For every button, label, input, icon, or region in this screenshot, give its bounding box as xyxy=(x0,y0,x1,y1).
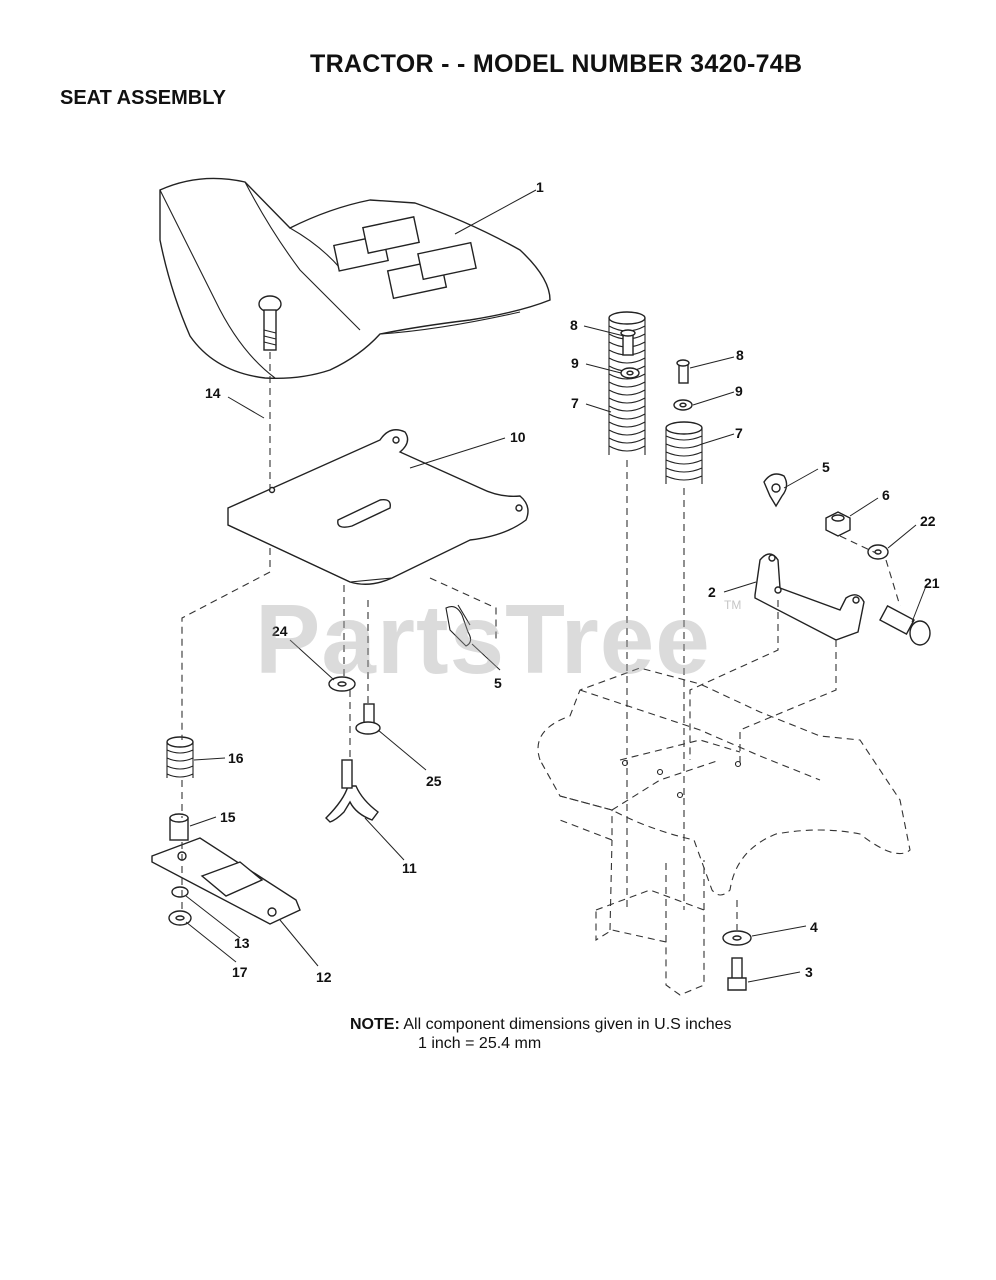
callout-6: 6 xyxy=(882,487,890,503)
callout-16: 16 xyxy=(228,750,244,766)
part-spacer[interactable] xyxy=(867,544,889,560)
callout-4: 4 xyxy=(810,919,818,935)
callout-21: 21 xyxy=(924,575,940,591)
part-spring-16[interactable] xyxy=(166,736,194,778)
part-carriage-bolt[interactable] xyxy=(258,295,282,351)
part-spring-right[interactable] xyxy=(665,421,703,484)
part-bracket[interactable] xyxy=(754,553,865,641)
note-label: NOTE: xyxy=(350,1016,400,1033)
assembly-guide-lines xyxy=(181,352,901,930)
part-slide-plate[interactable] xyxy=(151,837,301,925)
part-hairpin-clip-lower[interactable] xyxy=(445,604,472,647)
part-screw-right[interactable] xyxy=(676,359,690,384)
part-washer-left[interactable] xyxy=(620,367,640,379)
note-line-2: 1 inch = 25.4 mm xyxy=(418,1035,542,1052)
part-washer-right[interactable] xyxy=(673,399,693,411)
callout-13: 13 xyxy=(234,935,250,951)
callout-11: 11 xyxy=(402,860,417,876)
callout-5-upper: 5 xyxy=(822,459,830,475)
callout-2: 2 xyxy=(708,584,716,600)
part-nut[interactable] xyxy=(825,511,851,537)
part-seat-pan[interactable] xyxy=(227,429,529,585)
callout-25: 25 xyxy=(426,773,442,789)
tractor-frame-outline xyxy=(537,667,911,996)
part-bushing-15[interactable] xyxy=(169,813,189,841)
part-seat[interactable] xyxy=(159,177,551,379)
callout-7-left: 7 xyxy=(571,395,579,411)
callout-9-left: 9 xyxy=(571,355,579,371)
callout-8-right: 8 xyxy=(736,347,744,363)
part-washer-24[interactable] xyxy=(328,676,356,692)
section-title: SEAT ASSEMBLY xyxy=(60,87,226,109)
dimension-note: NOTE: All component dimensions given in … xyxy=(350,1015,732,1053)
callout-14: 14 xyxy=(205,385,221,401)
callout-10: 10 xyxy=(510,429,526,445)
part-adjust-knob[interactable] xyxy=(325,759,379,823)
callout-12: 12 xyxy=(316,969,332,985)
callout-3: 3 xyxy=(805,964,813,980)
part-washer-4[interactable] xyxy=(722,930,752,946)
callout-leaders xyxy=(185,189,927,983)
part-screw-left[interactable] xyxy=(620,329,636,356)
part-hairpin-clip-upper[interactable] xyxy=(763,473,788,508)
note-line-1: All component dimensions given in U.S in… xyxy=(403,1016,732,1033)
callout-9-right: 9 xyxy=(735,383,743,399)
page-title: TRACTOR - - MODEL NUMBER 3420-74B xyxy=(310,50,803,78)
part-washer-17[interactable] xyxy=(168,910,192,926)
callout-15: 15 xyxy=(220,809,236,825)
callout-5-lower: 5 xyxy=(494,675,502,691)
part-shoulder-bolt[interactable] xyxy=(879,604,931,646)
trademark-mark: TM xyxy=(724,598,742,612)
callout-labels: 1 8 9 7 8 9 7 5 6 22 21 2 10 14 5 24 25 … xyxy=(205,179,940,985)
part-nut-13[interactable] xyxy=(171,886,189,898)
part-hex-bolt-3[interactable] xyxy=(727,957,747,991)
callout-8-left: 8 xyxy=(570,317,578,333)
partstree-watermark: PartsTree xyxy=(255,584,711,694)
callout-7-right: 7 xyxy=(735,425,743,441)
callout-1: 1 xyxy=(536,179,544,195)
part-adjust-bolt[interactable] xyxy=(355,703,381,735)
callout-24: 24 xyxy=(272,623,288,639)
callout-22: 22 xyxy=(920,513,936,529)
callout-17: 17 xyxy=(232,964,248,980)
